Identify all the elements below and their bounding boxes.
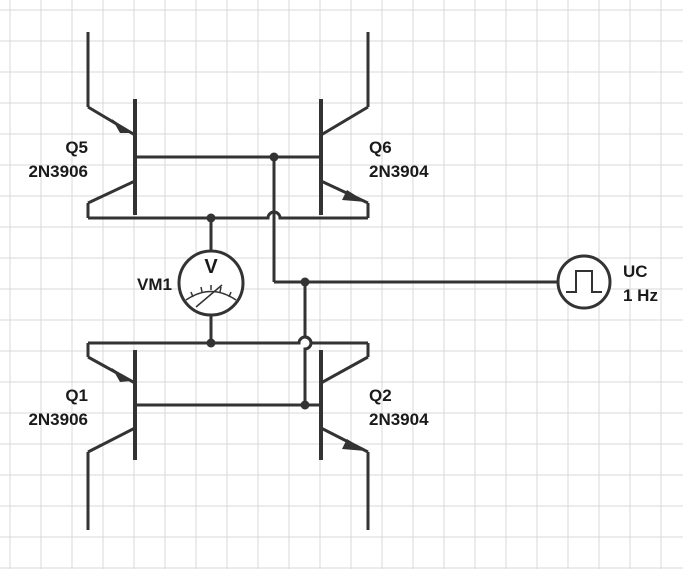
q5-name: Q5 [65, 138, 88, 157]
q1-name: Q1 [65, 386, 88, 405]
transistor-q5[interactable] [86, 32, 137, 218]
voltmeter-vm1[interactable]: V [177, 249, 245, 317]
voltmeter-icon [185, 284, 237, 308]
q6-name: Q6 [369, 138, 392, 157]
uc-name: UC [623, 262, 648, 281]
transistor-q2[interactable] [319, 343, 370, 530]
q1-part: 2N3906 [28, 410, 88, 429]
emitter-arrow-icon [112, 368, 131, 382]
transistor-q6[interactable] [319, 32, 370, 218]
vm1-name: VM1 [137, 275, 172, 294]
wire-top-emitters [88, 210, 368, 220]
q5-part: 2N3906 [28, 162, 88, 181]
uc-frequency: 1 Hz [623, 286, 658, 305]
junction-dots [206, 152, 310, 410]
meter-symbol: V [204, 256, 218, 278]
wire-bottom-rail [88, 335, 368, 345]
square-wave-source-icon [566, 270, 602, 293]
transistor-q1[interactable] [86, 343, 137, 530]
emitter-arrow-icon [112, 119, 131, 133]
emitter-arrow-icon [342, 190, 366, 202]
q2-part: 2N3904 [369, 410, 429, 429]
q6-part: 2N3904 [369, 162, 429, 181]
emitter-arrow-icon [342, 439, 366, 451]
source-uc[interactable] [556, 254, 612, 310]
q2-name: Q2 [369, 386, 392, 405]
